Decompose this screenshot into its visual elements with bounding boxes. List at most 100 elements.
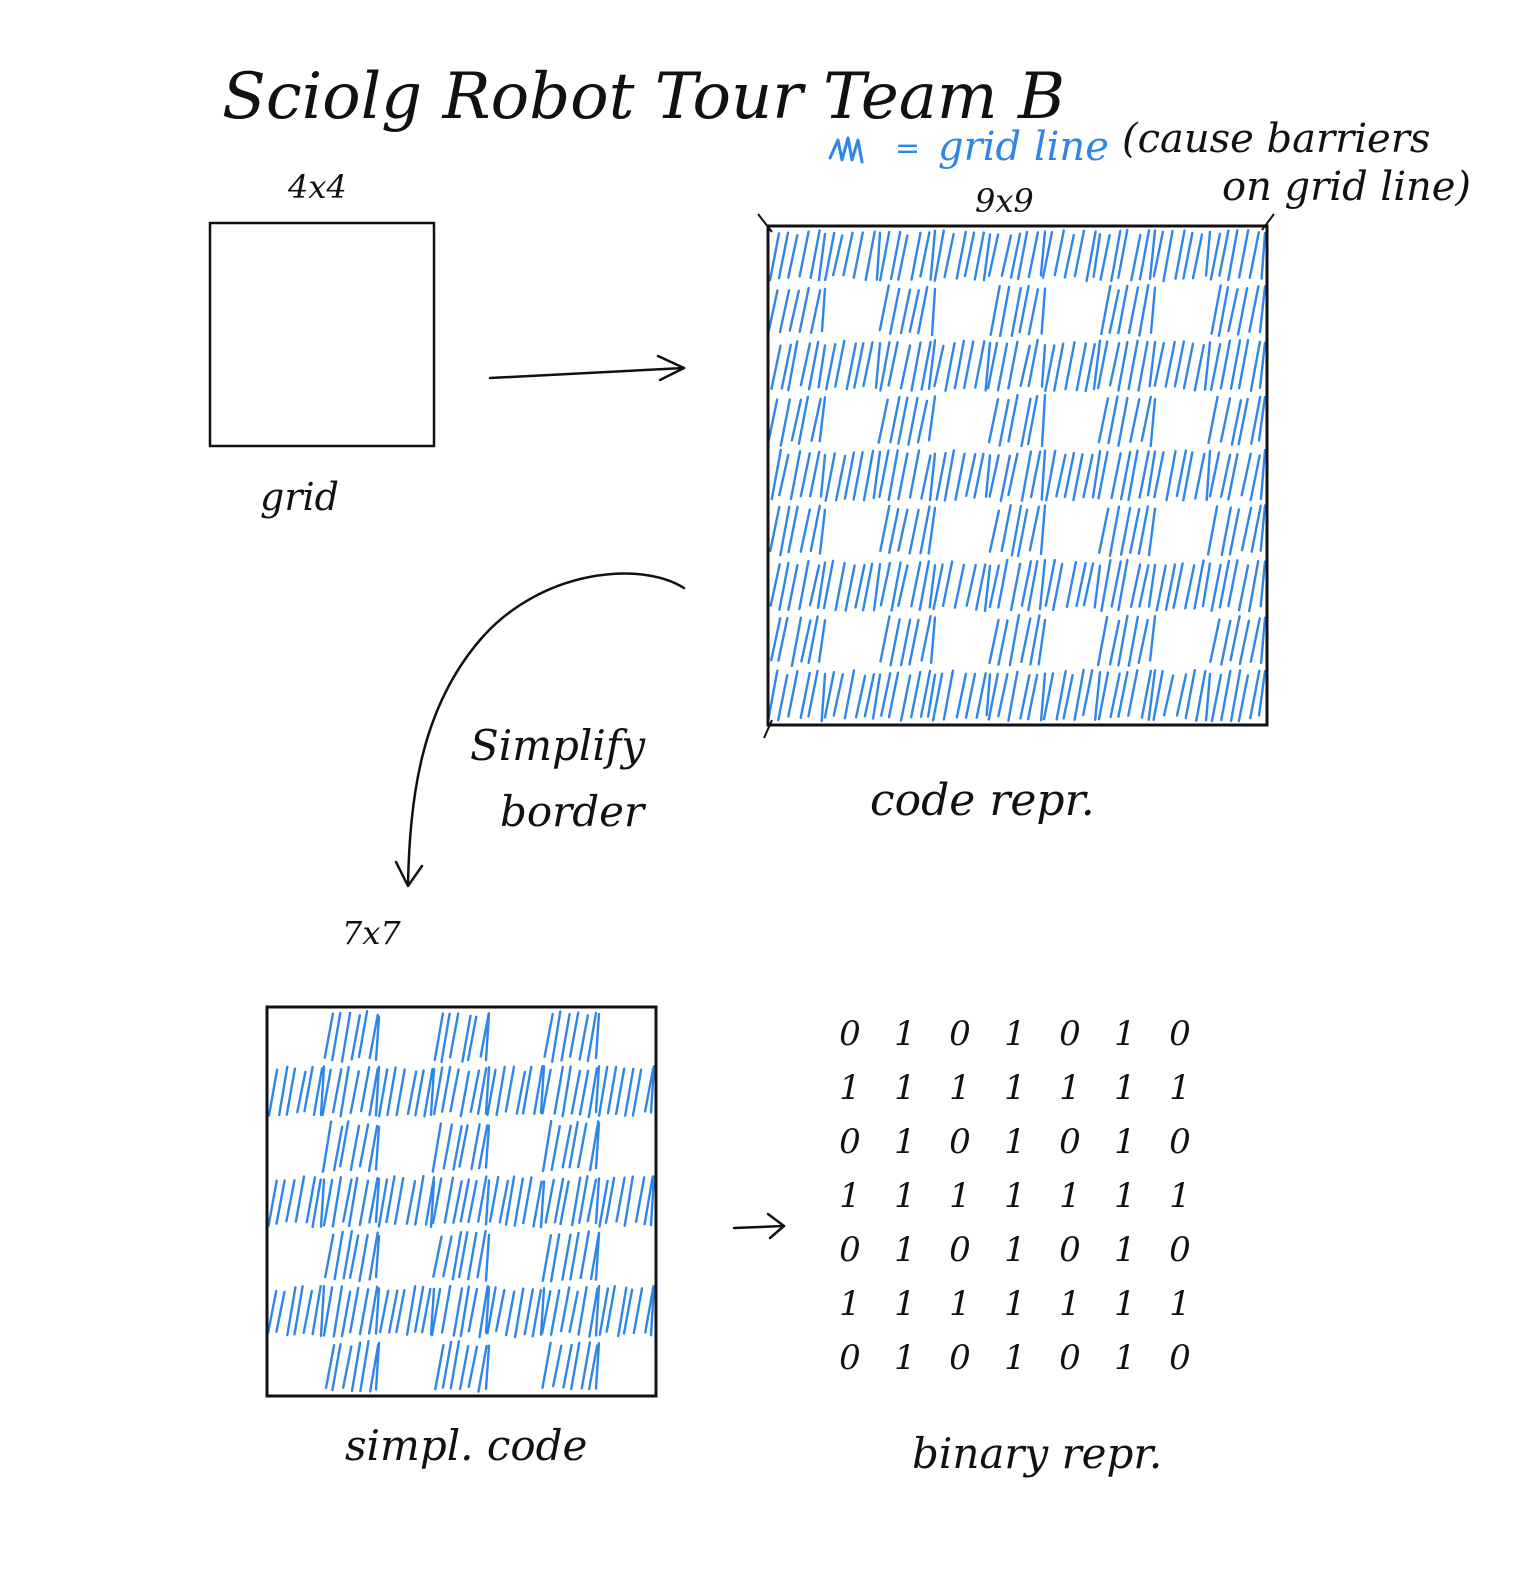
simpl-scribble-cell: [267, 1175, 326, 1228]
code-scribble-cell: [1096, 614, 1157, 667]
binary-cell: 1: [1169, 1284, 1191, 1324]
code-scribble-cell: [1209, 229, 1267, 282]
simpl-scribble-cell: [323, 1009, 381, 1063]
code-scribble-cell: [1044, 339, 1102, 393]
code-scribble-cell: [1100, 284, 1157, 337]
binary-cell: 1: [1004, 1068, 1026, 1108]
binary-cell: 1: [1169, 1176, 1191, 1216]
simpl-scribble-cell: [377, 1174, 436, 1228]
code-scribble-cell: [933, 229, 992, 282]
code-scribble-cell: [824, 230, 882, 282]
code-scribble-cell: [1209, 615, 1267, 666]
code-scribble-cell: [769, 560, 827, 611]
simpl-scribble-cell: [432, 1065, 491, 1118]
code-scribble-cell: [988, 558, 1047, 612]
binary-cell: 1: [839, 1176, 861, 1216]
binary-cell: 1: [1059, 1176, 1081, 1216]
code-repr-corner-tl: [757, 213, 773, 233]
arrow-to-code-repr: [488, 354, 686, 382]
code-scribble-cell: [1153, 449, 1212, 502]
code-scribble-cell: [1153, 340, 1212, 392]
simpl-scribble-cell: [432, 1229, 491, 1282]
simpl-scribble-cell: [430, 1284, 491, 1339]
grid-size-label: 4x4: [287, 168, 347, 206]
code-scribble-cell: [770, 448, 827, 501]
code-scribble-cell: [933, 339, 992, 392]
simpl-scribble-cell: [433, 1012, 491, 1064]
binary-cell: 1: [949, 1284, 971, 1324]
code-scribble-cell: [879, 339, 937, 392]
binary-cell: 1: [1004, 1122, 1026, 1162]
simpl-code-caption: simpl. code: [345, 1421, 587, 1470]
binary-cell: 0: [839, 1338, 861, 1378]
binary-cell: 1: [1114, 1122, 1136, 1162]
simplify-label-line1: Simplify: [470, 721, 646, 770]
binary-cell: 0: [839, 1014, 861, 1054]
code-repr-corner-bl: [763, 719, 773, 739]
code-scribble-cell: [932, 560, 992, 613]
code-scribble-cell: [1100, 558, 1157, 612]
simpl-code-scribble-fill: [266, 1009, 656, 1393]
legend-note-line1: (cause barriers: [1122, 116, 1430, 162]
code-scribble-cell: [1210, 284, 1267, 337]
code-scribble-cell: [1155, 559, 1212, 612]
code-scribble-cell: [823, 669, 882, 720]
code-scribble-cell: [1210, 669, 1267, 723]
code-scribble-cell: [1208, 448, 1267, 502]
simpl-scribble-cell: [541, 1341, 601, 1391]
code-repr-size-label: 9x9: [975, 182, 1034, 220]
binary-cell: 1: [894, 1014, 916, 1054]
binary-cell: 1: [1004, 1230, 1026, 1270]
code-scribble-cell: [1099, 228, 1157, 282]
binary-cell: 1: [1169, 1068, 1191, 1108]
binary-cell: 0: [949, 1122, 971, 1162]
simpl-scribble-cell: [434, 1340, 491, 1393]
binary-cell: 0: [1169, 1014, 1191, 1054]
simpl-scribble-cell: [598, 1175, 656, 1228]
binary-cell: 1: [1114, 1176, 1136, 1216]
simpl-scribble-cell: [378, 1285, 436, 1336]
binary-cell: 1: [1004, 1284, 1026, 1324]
code-scribble-cell: [1097, 395, 1157, 448]
code-scribble-cell: [1206, 504, 1267, 557]
simpl-scribble-cell: [598, 1284, 656, 1338]
binary-cell: 1: [1004, 1014, 1026, 1054]
simplify-label-line2: border: [500, 787, 647, 836]
binary-cell: 1: [1114, 1338, 1136, 1378]
code-scribble-cell: [1152, 669, 1212, 722]
code-scribble-cell: [767, 286, 827, 334]
code-scribble-cell: [988, 613, 1047, 667]
page-title: Sciolg Robot Tour Team B: [222, 60, 1065, 134]
code-scribble-cell: [931, 669, 992, 722]
code-scribble-cell: [767, 669, 827, 723]
binary-cell: 1: [894, 1230, 916, 1270]
grid-box: [208, 221, 436, 448]
simpl-scribble-cell: [322, 1285, 381, 1338]
code-scribble-cell: [1044, 558, 1102, 611]
simpl-scribble-cell: [597, 1065, 656, 1117]
code-scribble-cell: [1041, 229, 1102, 283]
code-scribble-cell: [987, 393, 1047, 448]
arrow-simplify: [394, 572, 686, 888]
code-scribble-cell: [1207, 395, 1267, 446]
binary-repr-caption: binary repr.: [912, 1429, 1162, 1478]
code-scribble-cell: [877, 395, 937, 446]
binary-cell: 1: [894, 1122, 916, 1162]
code-scribble-cell: [879, 504, 937, 555]
simpl-scribble-cell: [431, 1122, 491, 1173]
binary-cell: 0: [1169, 1230, 1191, 1270]
code-scribble-cell: [879, 229, 937, 282]
code-scribble-cell: [987, 230, 1047, 281]
binary-cell: 0: [839, 1230, 861, 1270]
simpl-code-size-label: 7x7: [342, 914, 401, 952]
code-scribble-cell: [770, 340, 827, 392]
legend-scribble-icon: [828, 136, 864, 164]
code-scribble-cell: [935, 449, 992, 502]
code-repr-corner-tr: [1261, 213, 1275, 231]
binary-cell: 0: [1169, 1122, 1191, 1162]
binary-cell: 1: [839, 1284, 861, 1324]
simpl-scribble-cell: [486, 1286, 546, 1339]
code-repr-box: [766, 224, 1269, 727]
simpl-scribble-cell: [541, 1284, 601, 1338]
